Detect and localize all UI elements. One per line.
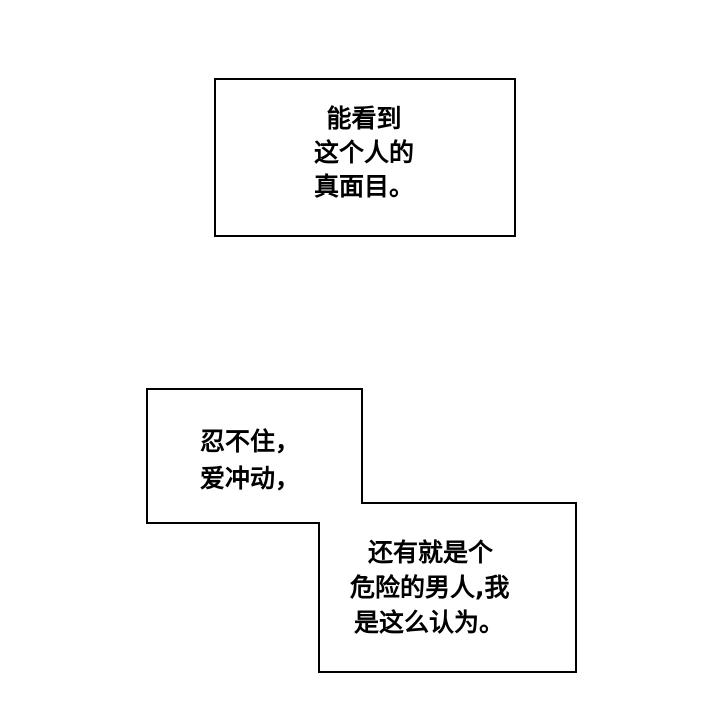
speech-box-top: [214, 78, 516, 237]
speech-line: 还有就是个: [368, 538, 494, 567]
speech-text-top: 能看到 这个人的 真面目。: [214, 102, 514, 204]
speech-text-right: 还有就是个 危险的男人,我 是这么认为。: [350, 535, 510, 640]
speech-line: 这个人的: [313, 138, 414, 167]
speech-line: 能看到: [326, 104, 402, 133]
speech-line: 忍不住，: [200, 427, 301, 456]
speech-text-left: 忍不住， 爱冲动，: [200, 423, 300, 497]
speech-line: 真面目。: [313, 172, 414, 201]
speech-line: 是这么认为。: [354, 608, 505, 637]
merged-speech-box-outline: [146, 388, 577, 673]
speech-line: 爱冲动，: [200, 464, 301, 493]
speech-line: 危险的男人,我: [350, 573, 510, 602]
